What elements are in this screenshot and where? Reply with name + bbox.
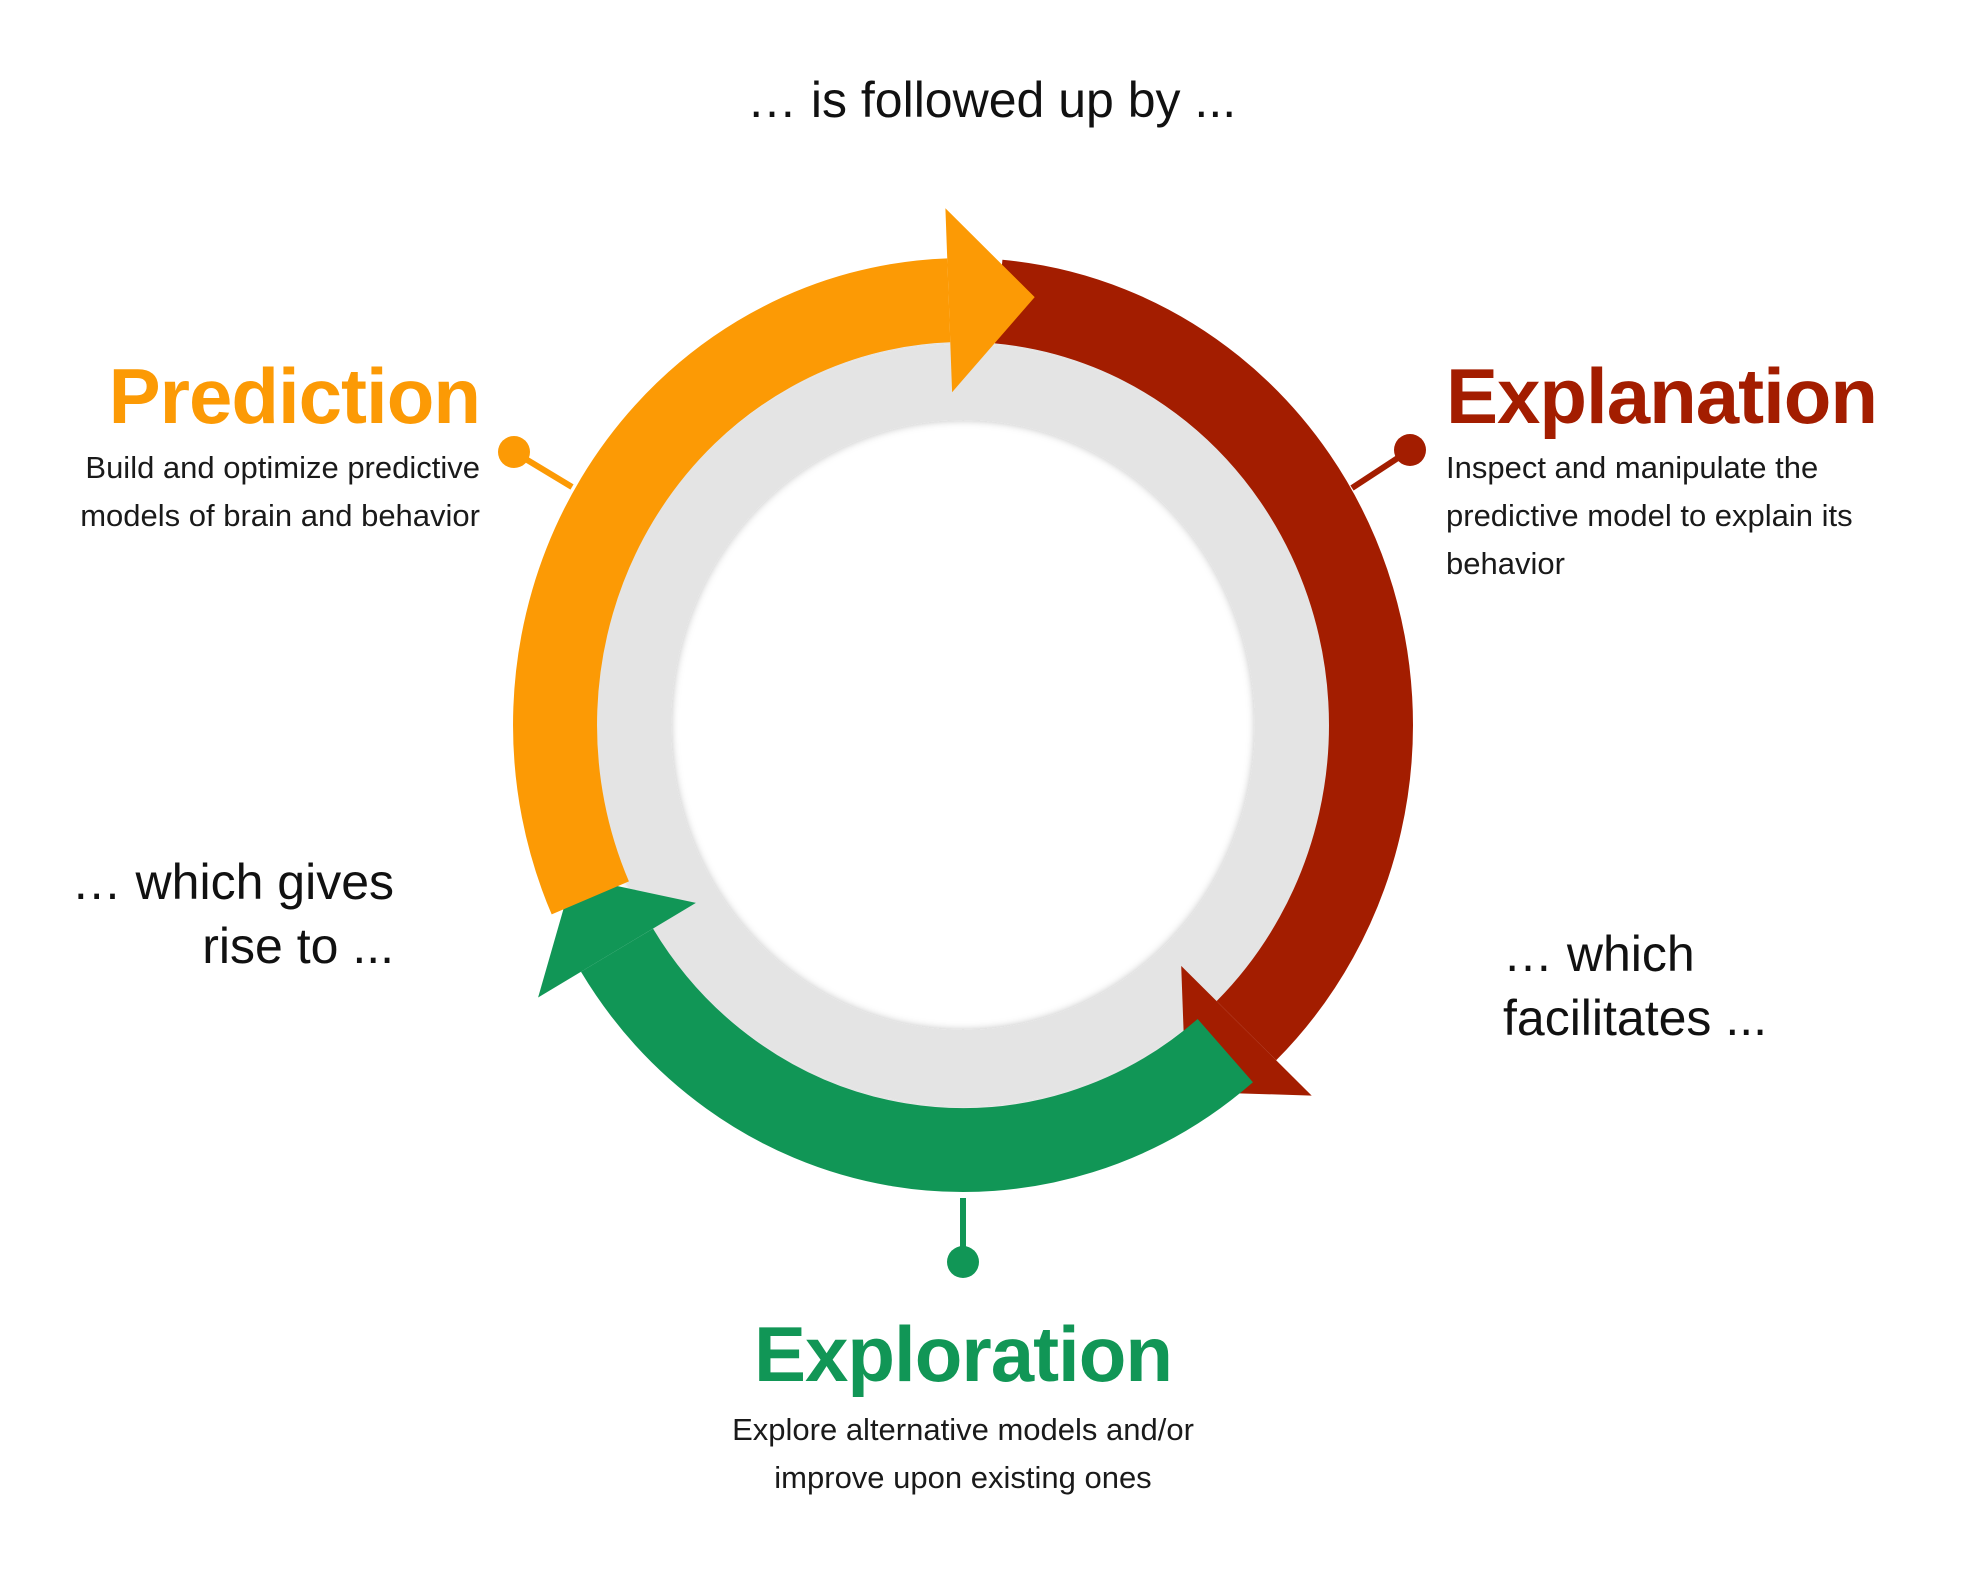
inner-grey-ring <box>595 344 1331 1106</box>
prediction-desc-line1: Build and optimize predictive <box>85 450 480 485</box>
explanation-title: Explanation <box>1446 352 1878 440</box>
prediction-arrow-arc <box>513 258 951 915</box>
connector-left: … which gives rise to ... <box>72 850 394 978</box>
connector-left-line2: rise to ... <box>202 918 394 974</box>
exploration-desc-line2: improve upon existing ones <box>774 1460 1152 1495</box>
connector-right-line2: facilitates ... <box>1503 990 1767 1046</box>
prediction-leader-dot <box>498 436 530 468</box>
connector-right-line1: … which <box>1503 926 1695 982</box>
exploration-desc-line1: Explore alternative models and/or <box>732 1412 1194 1447</box>
explanation-desc-line3: behavior <box>1446 546 1565 581</box>
prediction-desc-line2: models of brain and behavior <box>80 498 480 533</box>
prediction-arrowhead <box>945 208 1035 393</box>
prediction-block: Prediction Build and optimize predictive… <box>80 352 481 540</box>
exploration-block: Exploration Explore alternative models a… <box>563 1310 1363 1502</box>
exploration-arrow-arc <box>580 928 1253 1192</box>
connector-right: … which facilitates ... <box>1503 922 1767 1050</box>
explanation-leader-dot <box>1394 434 1426 466</box>
explanation-desc-line2: predictive model to explain its <box>1446 498 1853 533</box>
explanation-arrow-arc <box>994 259 1413 1061</box>
connector-top: … is followed up by ... <box>747 72 1237 128</box>
explanation-block: Explanation Inspect and manipulate the p… <box>1446 352 1878 588</box>
exploration-arrowhead <box>538 876 696 998</box>
connector-left-line1: … which gives <box>71 854 394 910</box>
exploration-leader-dot <box>947 1246 979 1278</box>
prediction-title: Prediction <box>108 352 481 440</box>
exploration-title: Exploration <box>753 1310 1173 1398</box>
explanation-desc-line1: Inspect and manipulate the <box>1446 450 1819 485</box>
